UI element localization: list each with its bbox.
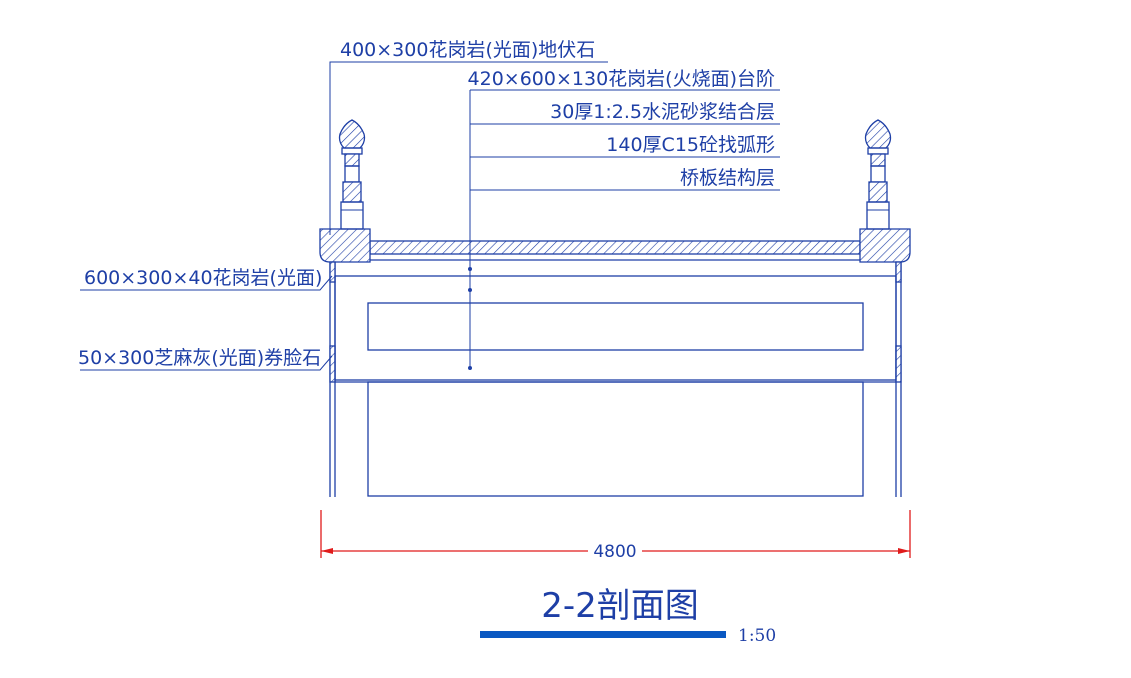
label-curb-stone: 400×300花岗岩(光面)地伏石 — [340, 39, 595, 61]
left-post-finial — [338, 119, 366, 149]
upper-beam — [334, 275, 897, 381]
upper-opening — [367, 302, 864, 351]
drawing-title: 2-2剖面图 — [541, 586, 699, 626]
left-arch-face-stone — [329, 345, 336, 383]
label-arch-face: 50×300芝麻灰(光面)券脸石 — [78, 347, 321, 369]
left-post-shaft-mid — [342, 181, 362, 203]
deck-slab — [369, 240, 861, 255]
left-curb-stone — [319, 228, 371, 263]
title-underline-bar — [480, 631, 726, 638]
leader-lines — [80, 61, 780, 371]
leader-curb-stone — [329, 61, 608, 235]
drawing-scale: 1:50 — [738, 626, 776, 646]
leader-arch-face — [80, 355, 333, 371]
dim-arrow-right — [898, 548, 910, 554]
right-post-base — [866, 201, 890, 230]
annotations: 400×300花岗岩(光面)地伏石 420×600×130花岗岩(火烧面)台阶 … — [78, 39, 775, 369]
left-side-face-stone — [329, 261, 336, 283]
label-mortar: 30厚1:2.5水泥砂浆结合层 — [550, 101, 775, 123]
left-railing-post — [338, 119, 366, 230]
right-arch-face-stone — [895, 345, 902, 383]
right-post-shaft-top — [870, 165, 886, 183]
title-block: 2-2剖面图 1:50 — [480, 586, 776, 646]
leader-side-face — [80, 275, 333, 291]
left-post-collar — [341, 147, 363, 155]
right-post-collar — [867, 147, 889, 155]
left-post-base — [340, 201, 364, 230]
left-curb-block — [319, 228, 371, 263]
left-post-neck — [344, 153, 360, 167]
right-post-neck — [870, 153, 886, 167]
label-concrete: 140厚C15砼找弧形 — [606, 134, 775, 156]
leader-dot-3 — [468, 366, 472, 370]
label-step: 420×600×130花岗岩(火烧面)台阶 — [468, 68, 775, 90]
dim-arrow-left — [321, 548, 333, 554]
right-curb-block — [859, 228, 911, 263]
label-side-face: 600×300×40花岗岩(光面) — [84, 267, 322, 289]
dimension-value: 4800 — [593, 542, 636, 562]
bridge-body — [329, 261, 902, 497]
right-curb-stone — [859, 228, 911, 263]
leader-dot-1 — [468, 267, 472, 271]
right-post-shaft-mid — [868, 181, 888, 203]
right-side-face-stone — [895, 261, 902, 283]
span-dimension: 4800 — [320, 510, 911, 562]
label-structure: 桥板结构层 — [680, 167, 775, 189]
lower-opening — [367, 381, 864, 497]
bridge-deck — [369, 240, 861, 261]
right-post-finial — [864, 119, 892, 149]
left-post-shaft-top — [344, 165, 360, 183]
right-railing-post — [864, 119, 892, 230]
leader-dot-2 — [468, 288, 472, 292]
